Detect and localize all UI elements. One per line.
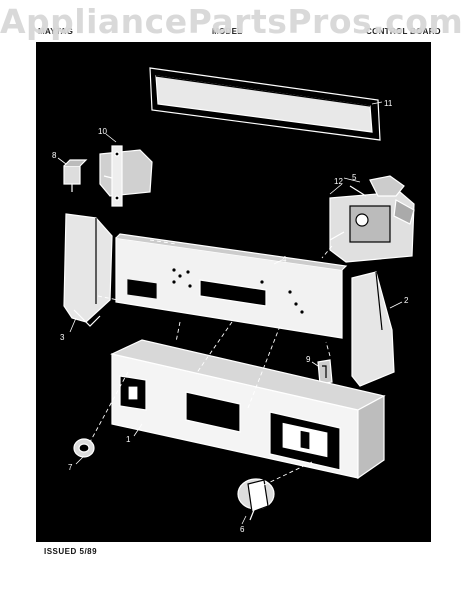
header-section: CONTROL BOARD [366,27,441,36]
part-control-panel [115,233,348,339]
part-timer [99,145,153,207]
part-clip [317,359,333,385]
callout-2: 2 [404,296,409,305]
part-valve-assembly [329,175,415,263]
part-trim-strip [149,67,381,141]
callout-1: 1 [126,435,131,444]
callout-10: 10 [98,127,107,136]
callout-5: 5 [352,173,357,182]
callout-11: 11 [384,99,393,108]
watermark: AppliancePartsPros.com [0,2,463,41]
issued-date: ISSUED 5/89 [44,547,98,556]
part-front-housing [110,339,386,480]
header-brand: MAYTAG [38,27,74,36]
callout-7: 7 [68,463,73,472]
part-knob-small [73,438,95,458]
callout-9: 9 [306,355,311,364]
part-right-bracket [351,271,395,387]
part-switch [63,159,88,192]
callout-8: 8 [52,151,57,160]
callout-4: 4 [282,255,287,264]
callout-3: 3 [60,333,65,342]
callout-labels: 1 2 3 4 5 6 7 8 9 10 11 12 [52,99,409,534]
callout-6: 6 [240,525,245,534]
callout-12: 12 [334,177,343,186]
header-model: MODEL [212,27,243,36]
part-knob-large [237,478,275,521]
part-left-bracket [63,213,113,327]
